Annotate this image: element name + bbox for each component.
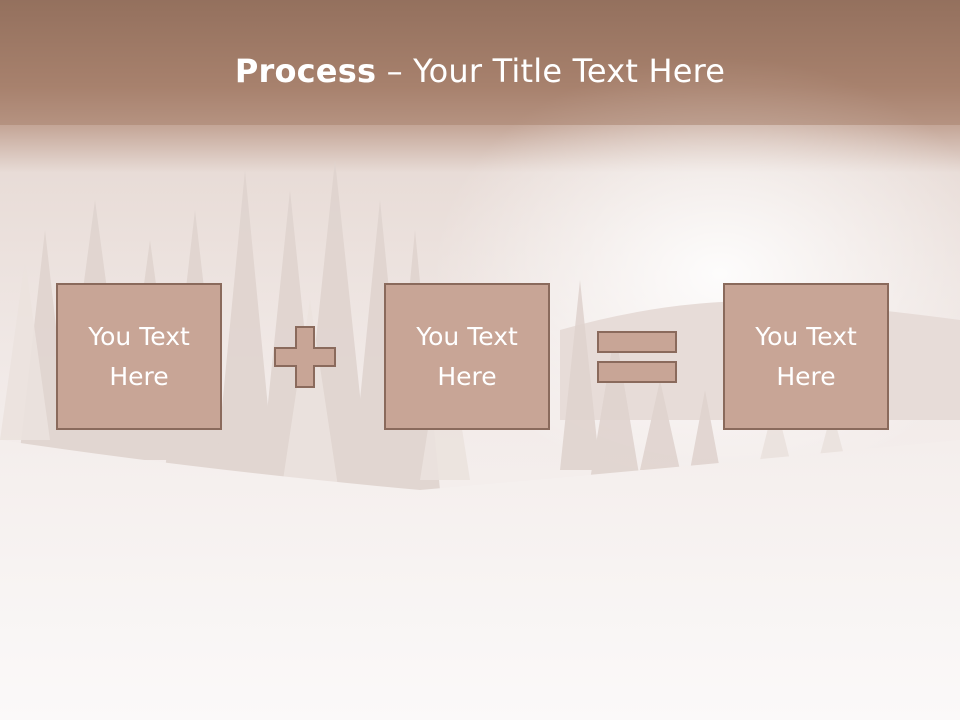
process-box-1-text: You Text Here [88, 321, 190, 391]
process-box-2[interactable]: You Text Here [384, 283, 550, 430]
title-rest-text: – Your Title Text Here [376, 52, 726, 90]
equals-icon [597, 331, 677, 383]
process-box-1[interactable]: You Text Here [56, 283, 222, 430]
slide-title: Process – Your Title Text Here [0, 52, 960, 90]
process-box-3[interactable]: You Text Here [723, 283, 889, 430]
process-box-3-text: You Text Here [755, 321, 857, 391]
title-bold-text: Process [234, 52, 377, 90]
plus-icon [274, 326, 336, 388]
process-box-2-text: You Text Here [416, 321, 518, 391]
